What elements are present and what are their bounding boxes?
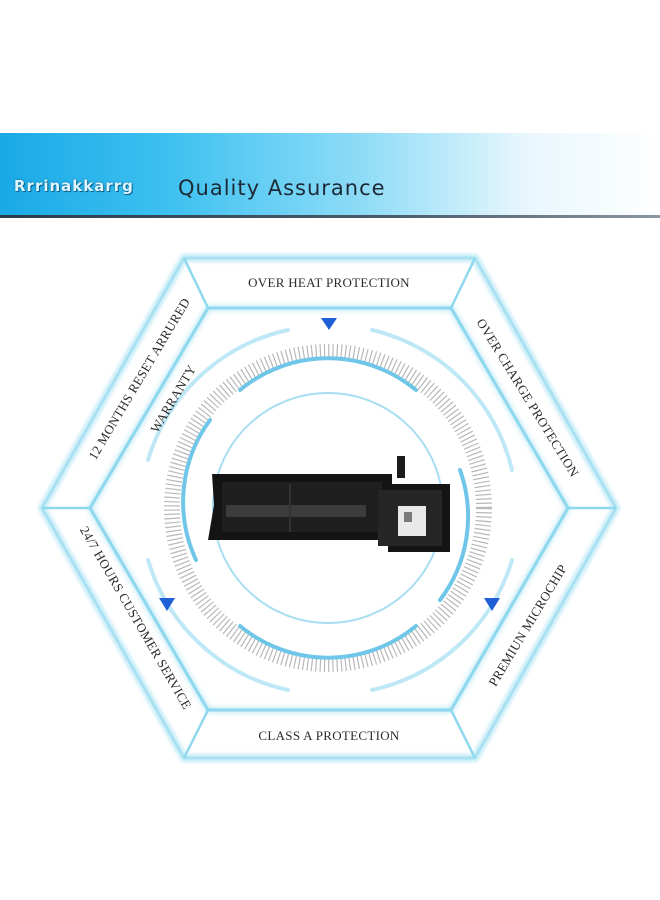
hexagon-spokes: [42, 257, 616, 759]
arrow-down-icon: [321, 318, 337, 330]
feature-label-top: OVER HEAT PROTECTION: [248, 275, 410, 290]
brand-logo: Rrrinakkarrg: [14, 177, 134, 195]
arrow-icons: [159, 318, 500, 611]
header-banner: [0, 133, 660, 215]
arrow-down-icon: [159, 598, 175, 611]
tick-ring: [164, 344, 492, 672]
arrow-down-icon: [484, 598, 500, 611]
battery-image: [208, 456, 450, 552]
page-title: Quality Assurance: [178, 176, 386, 200]
outer-arcs: [146, 328, 514, 692]
feature-label-top-right: OVER CHARGE PROTECTION: [474, 316, 583, 480]
header-divider: [0, 215, 660, 218]
feature-label-bottom: CLASS A PROTECTION: [258, 728, 400, 743]
inner-arcs: [181, 356, 471, 660]
